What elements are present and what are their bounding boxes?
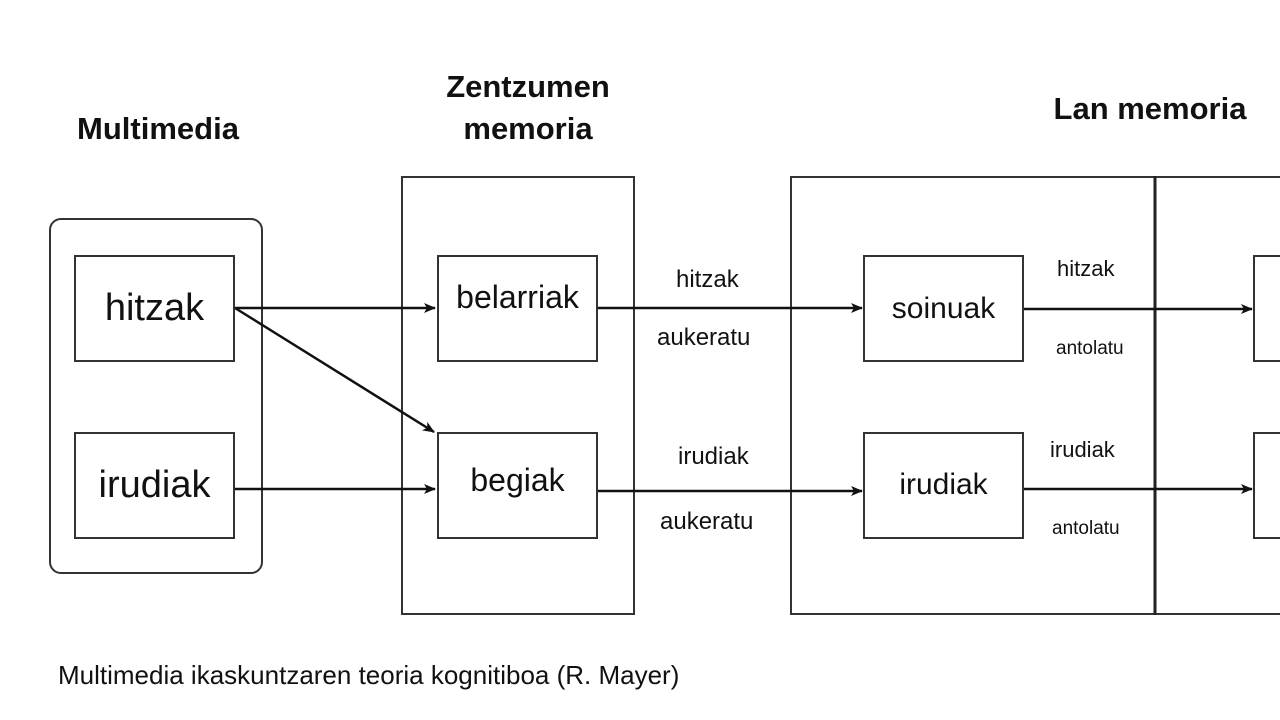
label-select-action-top: aukeratu — [657, 324, 751, 351]
label-select-images-bottom: irudiak — [678, 443, 749, 470]
arrow-hitzak-to-begiak — [234, 306, 435, 434]
node-begiak: begiak — [437, 432, 598, 539]
node-soinuak: soinuak — [863, 255, 1024, 362]
label-organize-action-top: antolatu — [1056, 338, 1124, 359]
node-pictorial-model-partial — [1253, 432, 1280, 539]
node-hitzak: hitzak — [74, 255, 235, 362]
heading-zentzumen-line2: memoria — [463, 111, 593, 146]
label-organize-words-top: hitzak — [1057, 256, 1115, 281]
label-organize-images-bottom: irudiak — [1050, 437, 1115, 462]
sensory-memory-frame — [401, 176, 635, 615]
label-select-action-bottom: aukeratu — [660, 508, 754, 535]
node-belarriak: belarriak — [437, 255, 598, 362]
label-organize-action-bottom: antolatu — [1052, 518, 1120, 539]
multimedia-frame — [49, 218, 263, 574]
label-select-words-top: hitzak — [676, 266, 739, 293]
heading-multimedia: Multimedia — [77, 111, 239, 146]
heading-zentzumen-line1: Zentzumen — [446, 69, 610, 104]
node-verbal-model-partial — [1253, 255, 1280, 362]
working-memory-frame — [790, 176, 1280, 615]
figure-caption: Multimedia ikaskuntzaren teoria kognitib… — [58, 660, 680, 690]
heading-lan-memoria: Lan memoria — [1053, 91, 1247, 126]
node-irudiak-input: irudiak — [74, 432, 235, 539]
heading-zentzumen-memoria: Zentzumen memoria — [410, 66, 646, 150]
node-irudiak-working: irudiak — [863, 432, 1024, 539]
